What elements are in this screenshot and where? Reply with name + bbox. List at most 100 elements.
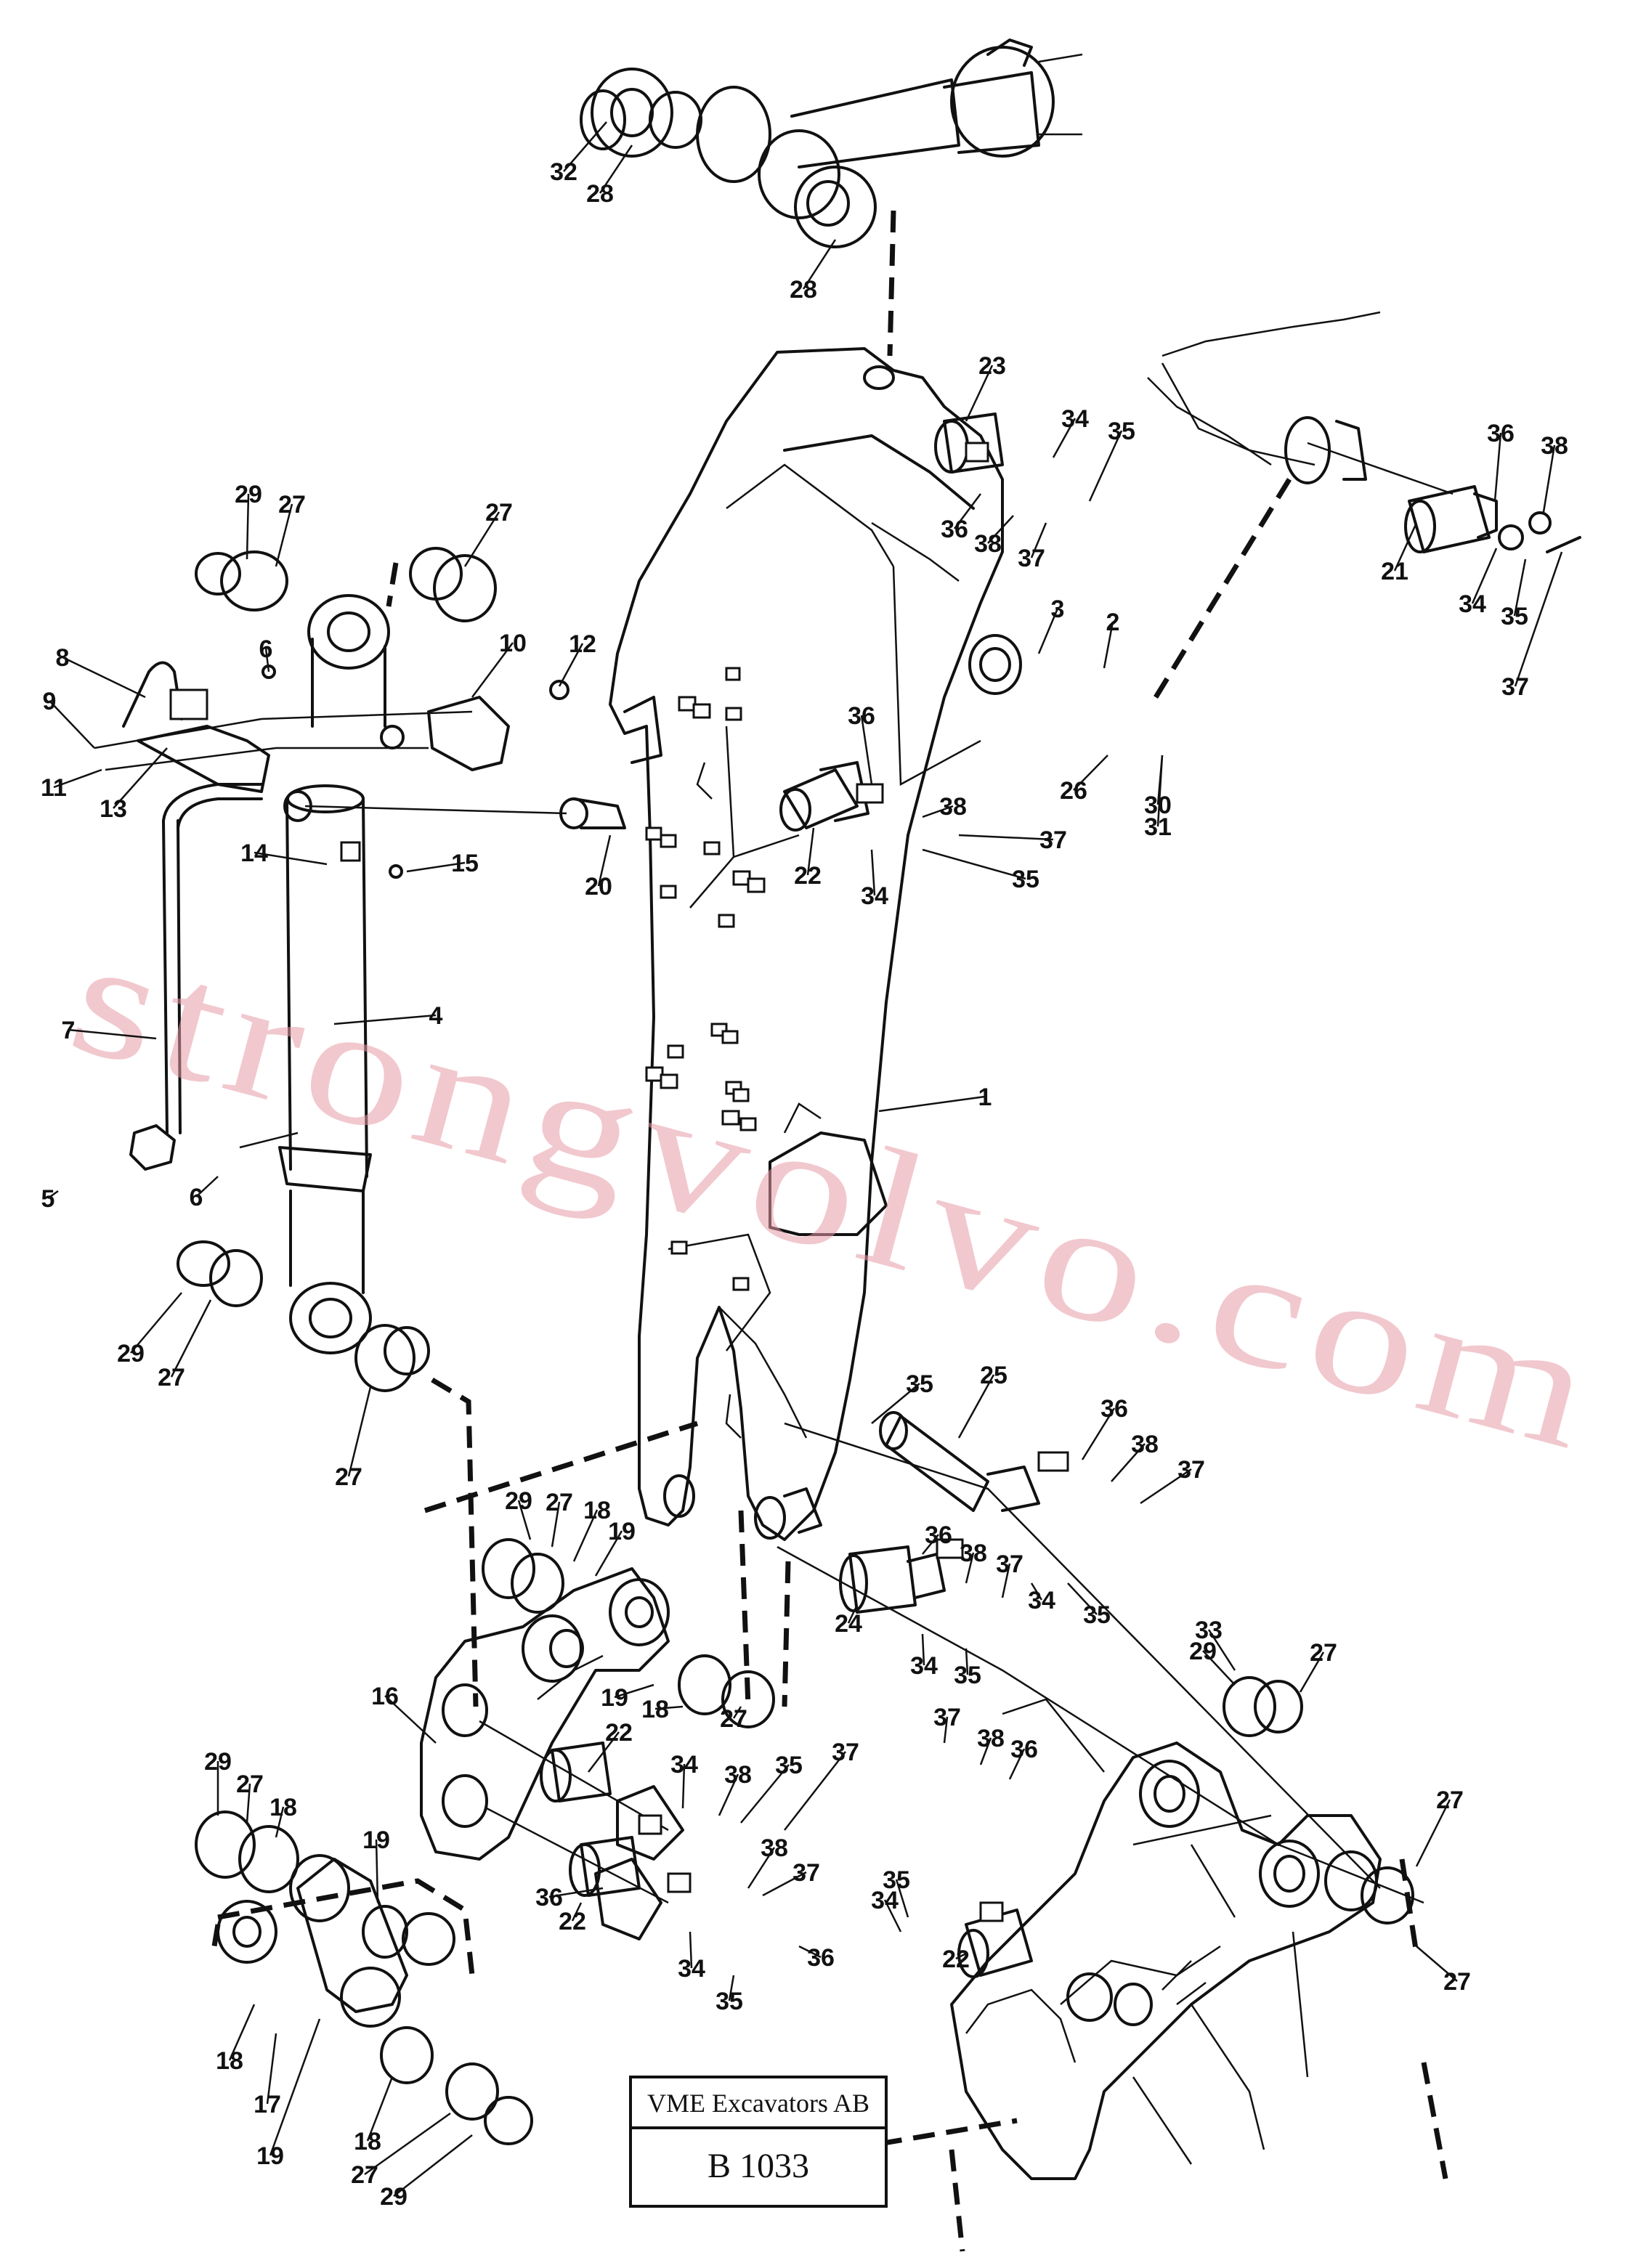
callout-leader-line: [1103, 621, 1114, 669]
part-callout-24: 24: [835, 1610, 862, 1638]
part-callout-19: 19: [601, 1684, 628, 1712]
part-callout-35: 35: [883, 1866, 910, 1894]
part-callout-25: 25: [980, 1362, 1008, 1389]
callout-leader-line: [922, 1534, 939, 1555]
part-callout-2: 2: [1106, 609, 1120, 636]
watermark: strongvolvo.com: [54, 901, 1618, 1486]
callout-leader-line: [275, 503, 293, 567]
boom-end-assembly: [1147, 311, 1581, 553]
callout-leader-line: [1037, 608, 1059, 654]
part-callout-13: 13: [100, 795, 127, 823]
callout-leader-line: [571, 1902, 583, 1922]
part-callout-33: 33: [1195, 1617, 1223, 1644]
part-callout-22: 22: [605, 1719, 633, 1747]
callout-leader-line: [1073, 755, 1108, 791]
callout-leader-line: [847, 1604, 859, 1624]
callout-leader-line: [1471, 548, 1498, 604]
title-drawing-code: B 1033: [708, 2147, 809, 2185]
part-callout-38: 38: [761, 1834, 788, 1862]
part-callout-27: 27: [720, 1705, 747, 1733]
part-callout-38: 38: [1541, 432, 1568, 460]
callout-leader-line: [170, 1299, 212, 1378]
part-callout-38: 38: [724, 1761, 752, 1789]
callout-leader-line: [957, 1374, 995, 1439]
callout-leader-line: [689, 1931, 693, 1969]
part-callout-34: 34: [910, 1652, 938, 1680]
callout-leader-line: [1156, 755, 1164, 827]
part-callout-35: 35: [1083, 1601, 1111, 1629]
part-callout-29: 29: [380, 2183, 408, 2211]
callout-leader-line: [275, 1806, 285, 1838]
callout-leader-line: [1001, 1563, 1011, 1598]
upper-cylinder-assembly: [580, 38, 1083, 248]
part-callout-10: 10: [499, 630, 527, 657]
part-callout-29: 29: [235, 481, 262, 508]
callout-leader-line: [1030, 1582, 1043, 1601]
part-callout-34: 34: [871, 1887, 899, 1914]
part-callout-6: 6: [259, 635, 273, 663]
callout-leader-line: [246, 1783, 251, 1824]
callout-leader-line: [870, 849, 876, 896]
part-callout-29: 29: [505, 1487, 532, 1515]
part-callout-29: 29: [204, 1748, 232, 1776]
part-callout-23: 23: [978, 352, 1006, 380]
part-callout-28: 28: [790, 276, 817, 304]
part-callout-28: 28: [586, 180, 614, 208]
callout-leader-line: [364, 2112, 451, 2176]
callout-leader-line: [784, 1751, 846, 1831]
part-callout-36: 36: [535, 1884, 563, 1911]
part-callout-22: 22: [942, 1946, 970, 1973]
part-callout-37: 37: [1501, 673, 1529, 701]
part-callout-38: 38: [974, 530, 1002, 558]
callout-leader-line: [563, 121, 607, 172]
part-callout-5: 5: [41, 1185, 55, 1213]
part-callout-21: 21: [1381, 558, 1408, 585]
part-callout-36: 36: [848, 702, 875, 730]
callout-leader-line: [1111, 1443, 1146, 1482]
callout-leader-line: [883, 1899, 902, 1932]
callout-leader-line: [871, 1383, 920, 1424]
callout-leader-line: [732, 1706, 742, 1719]
callout-leader-line: [1416, 1946, 1458, 1982]
callout-leader-line: [1088, 430, 1123, 502]
part-callout-18: 18: [216, 2047, 243, 2075]
callout-leader-line: [878, 1095, 986, 1113]
callout-leader-line: [806, 827, 815, 876]
callout-leader-line: [718, 1773, 739, 1816]
part-callout-27: 27: [335, 1463, 362, 1491]
callout-leader-line: [965, 365, 994, 422]
callout-leader-line: [955, 1952, 967, 1960]
callout-leader-line: [654, 1705, 684, 1710]
callout-leader-line: [895, 1879, 909, 1918]
callout-leader-line: [614, 1683, 654, 1699]
callout-leader-line: [1513, 558, 1527, 617]
part-callout-29: 29: [117, 1340, 145, 1367]
part-callout-38: 38: [1131, 1431, 1159, 1458]
part-callout-36: 36: [925, 1521, 952, 1549]
callout-leader-line: [728, 1975, 735, 2001]
part-callout-37: 37: [832, 1739, 859, 1766]
callout-leader-line: [597, 834, 612, 887]
callout-leader-line: [1299, 1651, 1325, 1693]
callout-leader-line: [266, 2033, 277, 2105]
part-callout-36: 36: [1100, 1395, 1128, 1423]
part-callout-38: 38: [960, 1540, 987, 1567]
part-callout-34: 34: [678, 1955, 705, 1983]
callout-leader-line: [62, 656, 146, 699]
part-callout-11: 11: [41, 774, 67, 802]
callout-leader-line: [551, 1501, 561, 1548]
callout-leader-line: [1067, 1582, 1098, 1615]
part-callout-27: 27: [1436, 1787, 1464, 1814]
callout-leader-line: [130, 1292, 182, 1354]
callout-leader-line: [47, 1190, 59, 1200]
part-callout-34: 34: [861, 882, 888, 910]
callout-leader-line: [406, 861, 466, 873]
callout-leader-line: [747, 1847, 776, 1889]
callout-leader-line: [1393, 522, 1418, 572]
callout-leader-line: [195, 1176, 219, 1198]
callout-leader-line: [264, 648, 270, 672]
callout-leader-line: [1207, 1629, 1236, 1671]
part-callout-35: 35: [954, 1662, 981, 1689]
